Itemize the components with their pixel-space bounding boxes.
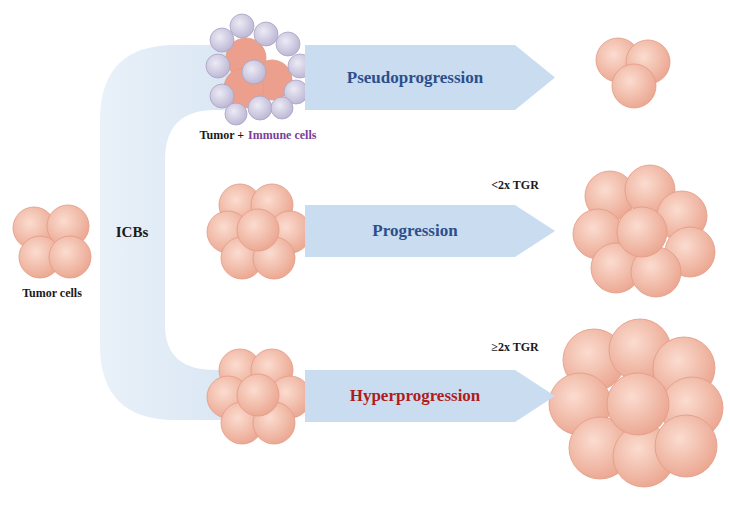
- threshold-label: ≥2x TGR: [491, 340, 538, 355]
- tumor-cells-progression-start: [207, 184, 311, 279]
- treatment-label: ICBs: [116, 224, 149, 241]
- arrow-band: Progression: [305, 205, 555, 257]
- cluster-label: Tumor cells: [22, 286, 82, 301]
- tumor-immune-cluster: [206, 14, 312, 125]
- arrow-label: Progression: [372, 221, 457, 240]
- cluster-caption: Tumor +Immune cells: [200, 128, 317, 143]
- arrow-fill: [305, 205, 555, 257]
- arrow-label: Pseudoprogression: [347, 68, 483, 87]
- arrow-band: Hyperprogression: [305, 370, 555, 422]
- arrow-fill: [305, 45, 555, 110]
- threshold-label: <2x TGR: [491, 178, 539, 193]
- arrow-label: Hyperprogression: [350, 386, 481, 405]
- arrow-fill: [305, 370, 555, 422]
- cluster-label: Immune cells: [248, 128, 316, 143]
- tumor-cells-hyper-end: [549, 319, 723, 487]
- tumor-cells-progression-end: [573, 165, 715, 297]
- tumor-cells-hyper-start: [207, 349, 311, 444]
- tumor-cells-start: [13, 205, 91, 278]
- arrow-band: Pseudoprogression: [305, 45, 555, 110]
- tumor-cells-pseudo: [596, 38, 670, 108]
- cluster-label: Tumor +: [200, 128, 245, 143]
